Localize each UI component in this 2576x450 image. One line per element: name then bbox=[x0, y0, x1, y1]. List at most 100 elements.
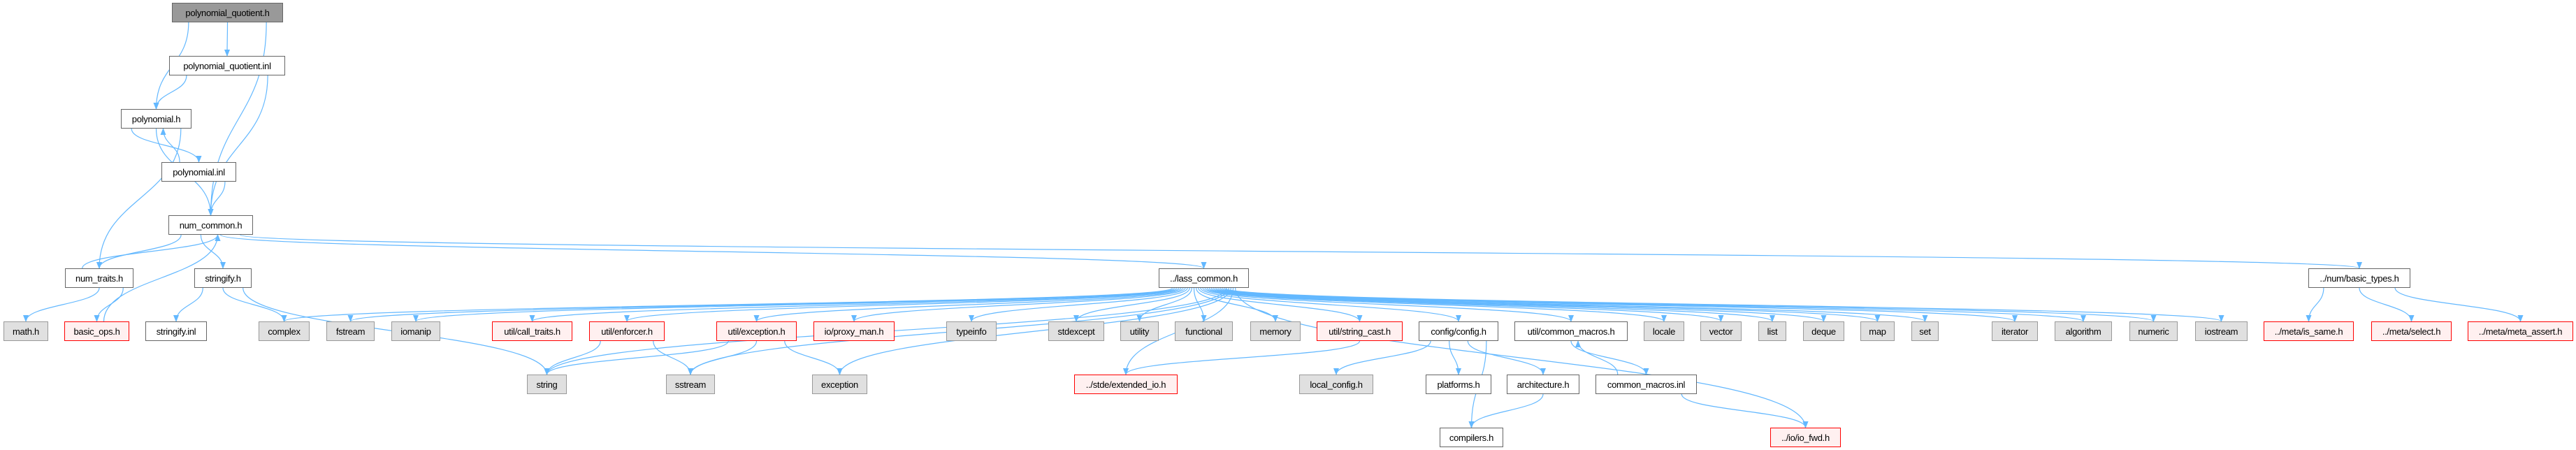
edge-exception-h-to-string bbox=[544, 340, 729, 375]
edge-basic-types-to-select bbox=[2359, 287, 2415, 322]
edge-lass-common-to-io-fwd bbox=[1235, 287, 1809, 428]
edge-lass-common-to-set bbox=[1215, 287, 1928, 322]
node-extended-io[interactable]: ../stde/extended_io.h bbox=[1074, 375, 1178, 394]
node-iostream: iostream bbox=[2195, 321, 2248, 341]
edge-stringify-h-to-complex bbox=[222, 287, 287, 322]
edge-num-traits-to-num-common bbox=[82, 234, 221, 269]
node-exception-h[interactable]: util/exception.h bbox=[716, 321, 797, 341]
edge-lass-common-to-string-cast bbox=[1198, 287, 1363, 322]
edge-lass-common-to-typeinfo bbox=[969, 287, 1188, 322]
node-proxy-man[interactable]: io/proxy_man.h bbox=[813, 321, 895, 341]
edge-lass-common-to-enforcer bbox=[624, 287, 1182, 322]
node-deque: deque bbox=[1803, 321, 1844, 341]
node-algorithm: algorithm bbox=[2055, 321, 2112, 341]
edge-lass-common-to-proxy-man bbox=[851, 287, 1186, 322]
node-list: list bbox=[1758, 321, 1786, 341]
node-compilers[interactable]: compilers.h bbox=[1440, 428, 1503, 447]
edge-poly-h-to-num-traits bbox=[96, 128, 182, 269]
edge-lass-common-to-exception-h bbox=[753, 287, 1184, 322]
edge-lass-common-to-map bbox=[1213, 287, 1881, 322]
node-poly-inl[interactable]: polynomial.inl bbox=[161, 162, 236, 182]
node-locale: locale bbox=[1644, 321, 1684, 341]
edge-lass-common-to-call-traits bbox=[529, 287, 1180, 322]
edge-pq-inl-to-num-common bbox=[208, 75, 268, 216]
edge-lass-common-to-exception bbox=[837, 287, 1232, 375]
edge-exception-h-to-exception bbox=[784, 340, 843, 375]
edge-pq-h-to-pq-inl bbox=[224, 22, 231, 57]
edge-num-common-to-lass-common bbox=[220, 234, 1206, 269]
edge-pq-h-to-num-common bbox=[208, 22, 267, 216]
edge-lass-common-to-numeric bbox=[1222, 287, 2156, 322]
edge-lass-common-to-vector bbox=[1206, 287, 1724, 322]
edge-config-to-local-config bbox=[1333, 340, 1431, 375]
node-complex: complex bbox=[259, 321, 310, 341]
edge-num-traits-to-math-h bbox=[23, 287, 100, 322]
edge-poly-inl-to-poly-h bbox=[160, 128, 180, 163]
edge-basic-types-to-meta-assert bbox=[2394, 287, 2524, 322]
node-numeric: numeric bbox=[2129, 321, 2178, 341]
edge-lass-common-to-functional bbox=[1193, 287, 1207, 322]
node-pq-h[interactable]: polynomial_quotient.h bbox=[172, 3, 283, 22]
node-math-h: math.h bbox=[3, 321, 48, 341]
node-enforcer[interactable]: util/enforcer.h bbox=[589, 321, 665, 341]
node-utility: utility bbox=[1120, 321, 1159, 341]
edge-config-to-platforms bbox=[1449, 340, 1461, 375]
node-is-same[interactable]: ../meta/is_same.h bbox=[2264, 321, 2354, 341]
node-iomanip: iomanip bbox=[391, 321, 440, 341]
node-fstream: fstream bbox=[326, 321, 375, 341]
edge-lass-common-to-locale bbox=[1204, 287, 1667, 322]
node-lass-common[interactable]: ../lass_common.h bbox=[1159, 268, 1249, 288]
node-poly-h[interactable]: polynomial.h bbox=[121, 109, 191, 129]
node-set: set bbox=[1911, 321, 1939, 341]
node-num-traits[interactable]: num_traits.h bbox=[65, 268, 133, 288]
node-common-macros-h[interactable]: util/common_macros.h bbox=[1514, 321, 1628, 341]
edge-lass-common-to-config bbox=[1200, 287, 1461, 322]
edge-basic-types-to-is-same bbox=[2306, 287, 2324, 322]
edge-common-macros-inl-to-common-macros-h bbox=[1575, 340, 1619, 375]
edge-lass-common-to-utility bbox=[1136, 287, 1192, 322]
node-memory: memory bbox=[1250, 321, 1301, 341]
node-platforms[interactable]: platforms.h bbox=[1426, 375, 1491, 394]
node-pq-inl[interactable]: polynomial_quotient.inl bbox=[169, 56, 285, 75]
node-basic-ops[interactable]: basic_ops.h bbox=[64, 321, 129, 341]
edge-lass-common-to-fstream bbox=[347, 287, 1175, 322]
edge-pq-inl-to-poly-h bbox=[153, 75, 187, 110]
node-num-common[interactable]: num_common.h bbox=[168, 215, 253, 235]
node-stringify-inl[interactable]: stringify.inl bbox=[145, 321, 207, 341]
node-basic-types[interactable]: ../num/basic_types.h bbox=[2308, 268, 2410, 288]
edge-lass-common-to-iomanip bbox=[413, 287, 1178, 322]
edge-lass-common-to-iostream bbox=[1224, 287, 2224, 322]
node-io-fwd[interactable]: ../io/io_fwd.h bbox=[1770, 428, 1841, 447]
edge-num-common-to-num-traits bbox=[96, 234, 182, 269]
edge-num-common-to-stringify-h bbox=[200, 234, 226, 269]
edge-poly-inl-to-num-common bbox=[208, 181, 226, 216]
edge-lass-common-to-deque bbox=[1210, 287, 1827, 322]
edge-num-traits-to-basic-ops bbox=[94, 287, 124, 322]
edge-config-to-architecture bbox=[1467, 340, 1546, 375]
edge-enforcer-to-string bbox=[544, 340, 601, 375]
node-map: map bbox=[1860, 321, 1895, 341]
edge-basic-ops-to-num-common bbox=[103, 234, 221, 322]
edge-string-cast-to-extended-io bbox=[1123, 340, 1361, 375]
node-meta-assert[interactable]: ../meta/meta_assert.h bbox=[2468, 321, 2573, 341]
node-vector: vector bbox=[1700, 321, 1742, 341]
edge-common-macros-h-to-common-macros-inl bbox=[1570, 340, 1649, 375]
node-sstream: sstream bbox=[666, 375, 715, 394]
node-string-cast[interactable]: util/string_cast.h bbox=[1317, 321, 1403, 341]
node-architecture[interactable]: architecture.h bbox=[1507, 375, 1579, 394]
node-typeinfo: typeinfo bbox=[946, 321, 997, 341]
edge-poly-h-to-poly-inl bbox=[131, 128, 202, 163]
edge-stringify-h-to-stringify-inl bbox=[173, 287, 203, 322]
edge-lass-common-to-complex bbox=[281, 287, 1173, 322]
node-select[interactable]: ../meta/select.h bbox=[2371, 321, 2452, 341]
edge-lass-common-to-algorithm bbox=[1220, 287, 2086, 322]
node-common-macros-inl[interactable]: common_macros.inl bbox=[1595, 375, 1697, 394]
node-exception: exception bbox=[812, 375, 867, 394]
node-config[interactable]: config/config.h bbox=[1419, 321, 1498, 341]
node-stringify-h[interactable]: stringify.h bbox=[194, 268, 252, 288]
edge-lass-common-to-iterator bbox=[1217, 287, 2018, 322]
node-call-traits[interactable]: util/call_traits.h bbox=[492, 321, 572, 341]
node-iterator: iterator bbox=[1992, 321, 2038, 341]
